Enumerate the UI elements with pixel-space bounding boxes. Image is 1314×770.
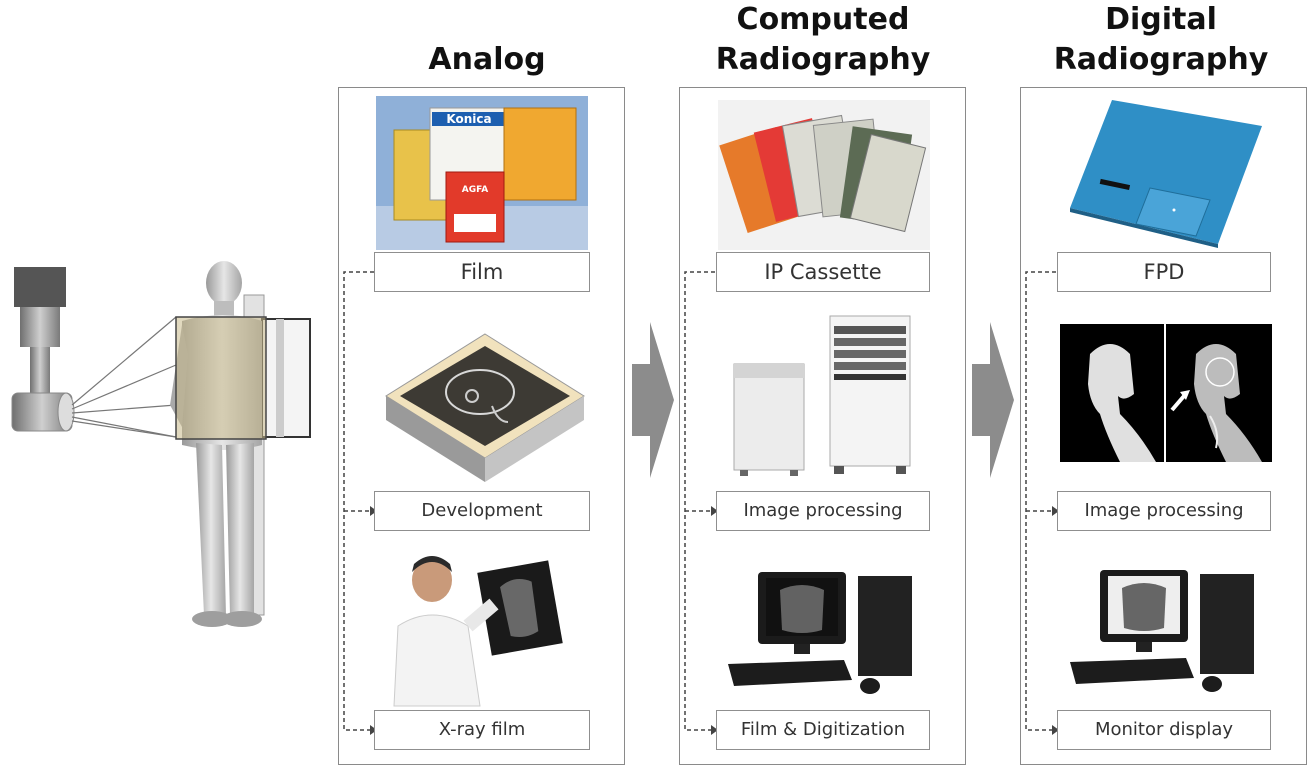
title-line: Computed (736, 2, 910, 37)
label-monitor-display: Monitor display (1057, 710, 1271, 750)
title-digital-radiography: Digital Radiography (1030, 0, 1292, 80)
title-line: Radiography (1053, 42, 1269, 77)
flat-panel-detector-image (1070, 100, 1262, 248)
development-tray-image (385, 333, 585, 482)
film-boxes-image: Konica AGFA (376, 96, 588, 250)
konica-label: Konica (446, 112, 491, 126)
connector-computed (684, 271, 718, 735)
flow-arrow-1 (632, 322, 674, 478)
connector-analog (343, 271, 377, 735)
label-development: Development (374, 491, 590, 531)
exposure-field (175, 316, 267, 440)
cr-workstation-image (728, 572, 912, 694)
ip-cassettes-image (718, 100, 930, 250)
label-film: Film (374, 252, 590, 292)
title-analog: Analog (380, 40, 594, 80)
label-image-processing-cr: Image processing (716, 491, 930, 531)
agfa-label: AGFA (462, 185, 488, 195)
title-line: Analog (428, 42, 546, 77)
dr-workstation-image (1070, 570, 1254, 692)
connector-digital (1025, 271, 1059, 735)
label-image-processing-dr: Image processing (1057, 491, 1271, 531)
flow-arrow-2 (972, 322, 1014, 478)
xray-tube-arm (14, 267, 66, 307)
label-ip-cassette: IP Cassette (716, 252, 930, 292)
title-line: Digital (1105, 2, 1217, 37)
dr-xray-images (1060, 324, 1272, 462)
cr-reader-machines-image (733, 315, 911, 476)
title-line: Radiography (715, 42, 931, 77)
xray-setup-illustration (11, 261, 311, 627)
title-computed-radiography: Computed Radiography (692, 0, 954, 80)
label-film-digitization: Film & Digitization (716, 710, 930, 750)
label-xray-film: X-ray film (374, 710, 590, 750)
label-fpd: FPD (1057, 252, 1271, 292)
doctor-viewing-xray-image (384, 544, 580, 707)
